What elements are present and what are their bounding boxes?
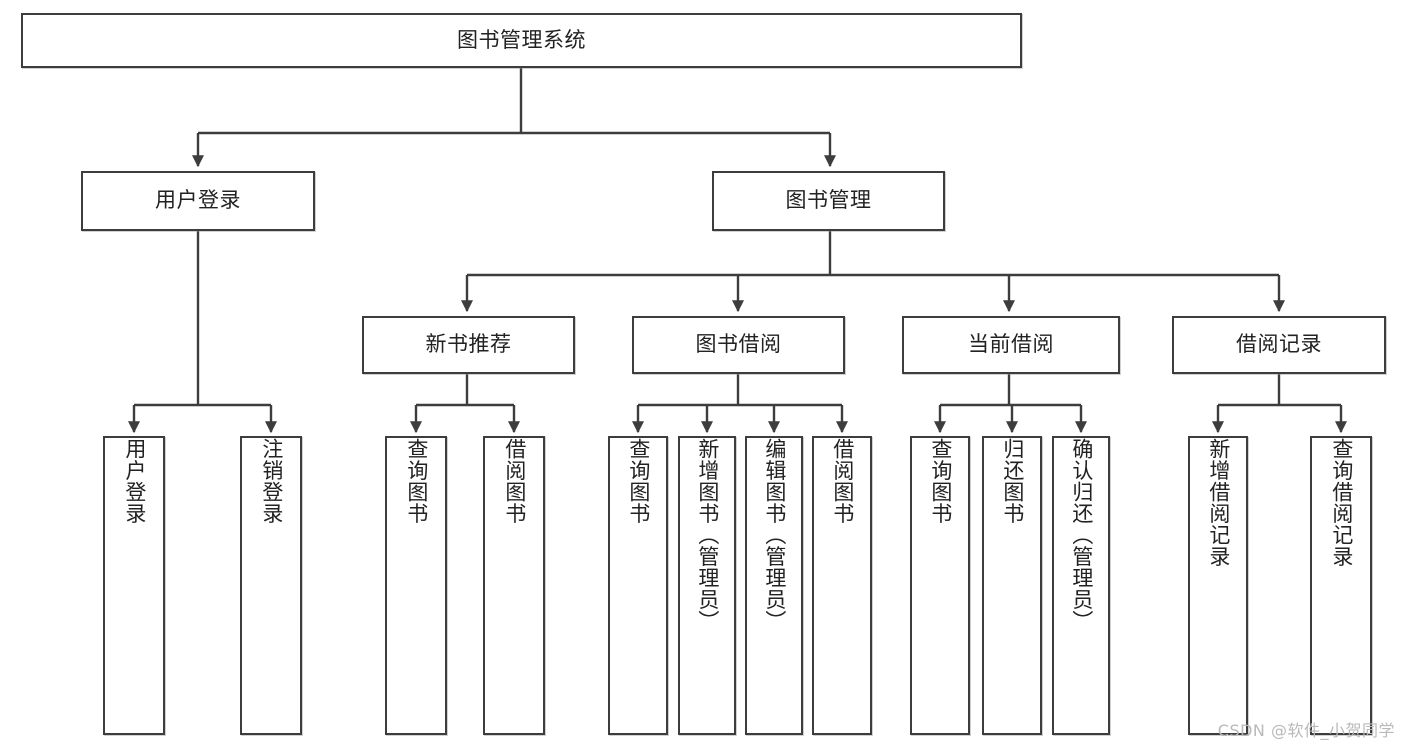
watermark-text: CSDN @软件_小贺同学 [1217, 721, 1395, 740]
leaf-add-borrow-record-label: 新增借阅记录 [1206, 438, 1231, 567]
leaf-add-borrow-record[interactable]: 新增借阅记录 [1188, 436, 1248, 735]
node-borrow-record-label: 借阅记录 [1236, 332, 1322, 357]
leaf-logout-login[interactable]: 注销登录 [240, 436, 302, 735]
leaf-edit-book-admin[interactable]: 编辑图书（管理员） [745, 436, 803, 735]
node-root-label: 图书管理系统 [457, 27, 586, 52]
leaf-add-book-admin[interactable]: 新增图书（管理员） [678, 436, 736, 735]
leaf-borrow-book[interactable]: 借阅图书 [812, 436, 872, 735]
leaf-query-book-borrow[interactable]: 查询图书 [608, 436, 668, 735]
leaf-confirm-return-admin-label: 确认归还（管理员） [1069, 438, 1094, 632]
node-borrow-record[interactable]: 借阅记录 [1172, 316, 1386, 374]
node-book-management-label: 图书管理 [785, 188, 872, 213]
node-new-book-recommend[interactable]: 新书推荐 [362, 316, 575, 374]
node-current-borrow[interactable]: 当前借阅 [902, 316, 1120, 374]
leaf-logout-login-label: 注销登录 [259, 438, 284, 524]
leaf-query-book-current-label: 查询图书 [928, 438, 953, 524]
leaf-borrow-book-label: 借阅图书 [830, 438, 855, 524]
leaf-query-book-recommend-label: 查询图书 [404, 438, 429, 524]
leaf-return-book[interactable]: 归还图书 [982, 436, 1042, 735]
node-book-borrow[interactable]: 图书借阅 [632, 316, 845, 374]
node-book-borrow-label: 图书借阅 [695, 332, 782, 357]
leaf-query-book-current[interactable]: 查询图书 [910, 436, 970, 735]
node-book-management[interactable]: 图书管理 [712, 171, 945, 231]
leaf-query-book-borrow-label: 查询图书 [626, 438, 651, 524]
leaf-query-borrow-record-label: 查询借阅记录 [1329, 438, 1354, 567]
leaf-add-book-admin-label: 新增图书（管理员） [695, 438, 720, 632]
leaf-query-borrow-record[interactable]: 查询借阅记录 [1310, 436, 1372, 735]
leaf-borrow-book-recommend[interactable]: 借阅图书 [483, 436, 545, 735]
node-new-book-recommend-label: 新书推荐 [425, 332, 512, 357]
leaf-query-book-recommend[interactable]: 查询图书 [385, 436, 447, 735]
leaf-edit-book-admin-label: 编辑图书（管理员） [762, 438, 787, 632]
node-user-login-label: 用户登录 [155, 188, 241, 213]
leaf-user-login-label: 用户登录 [122, 438, 147, 524]
leaf-return-book-label: 归还图书 [1000, 438, 1025, 524]
leaf-confirm-return-admin[interactable]: 确认归还（管理员） [1052, 436, 1110, 735]
node-current-borrow-label: 当前借阅 [968, 332, 1054, 357]
node-root[interactable]: 图书管理系统 [21, 13, 1022, 68]
leaf-user-login[interactable]: 用户登录 [103, 436, 165, 735]
node-user-login[interactable]: 用户登录 [81, 171, 315, 231]
leaf-borrow-book-recommend-label: 借阅图书 [502, 438, 527, 524]
